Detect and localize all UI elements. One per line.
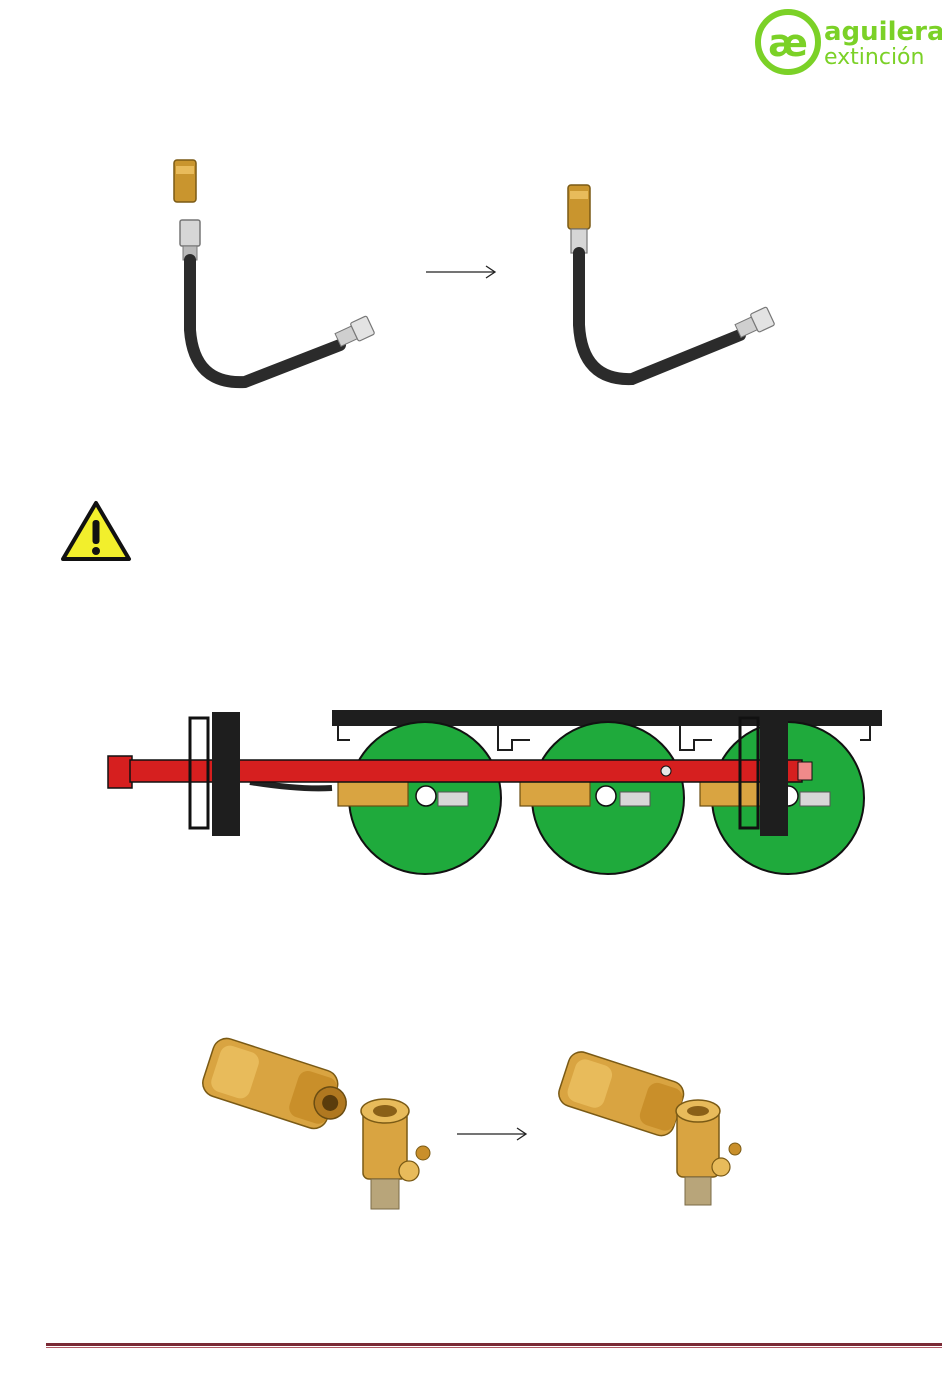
arrow-right-icon bbox=[424, 262, 500, 282]
company-logo: æ aguilera extinción bbox=[752, 6, 942, 76]
cylinder-rack-figure bbox=[100, 700, 890, 880]
hose-assembled-figure bbox=[540, 175, 780, 400]
valve-assembled-figure bbox=[555, 1045, 755, 1215]
footer-rule bbox=[46, 1343, 942, 1349]
logo-monogram: æ bbox=[768, 21, 808, 65]
logo-brand-line2: extinción bbox=[824, 45, 924, 70]
hose-disassembled-figure bbox=[150, 150, 390, 400]
logo-brand-line1: aguilera bbox=[824, 17, 942, 47]
arrow-right-icon bbox=[455, 1124, 531, 1144]
valve-disassembled-figure bbox=[195, 1025, 445, 1220]
warning-triangle-icon bbox=[60, 500, 132, 562]
